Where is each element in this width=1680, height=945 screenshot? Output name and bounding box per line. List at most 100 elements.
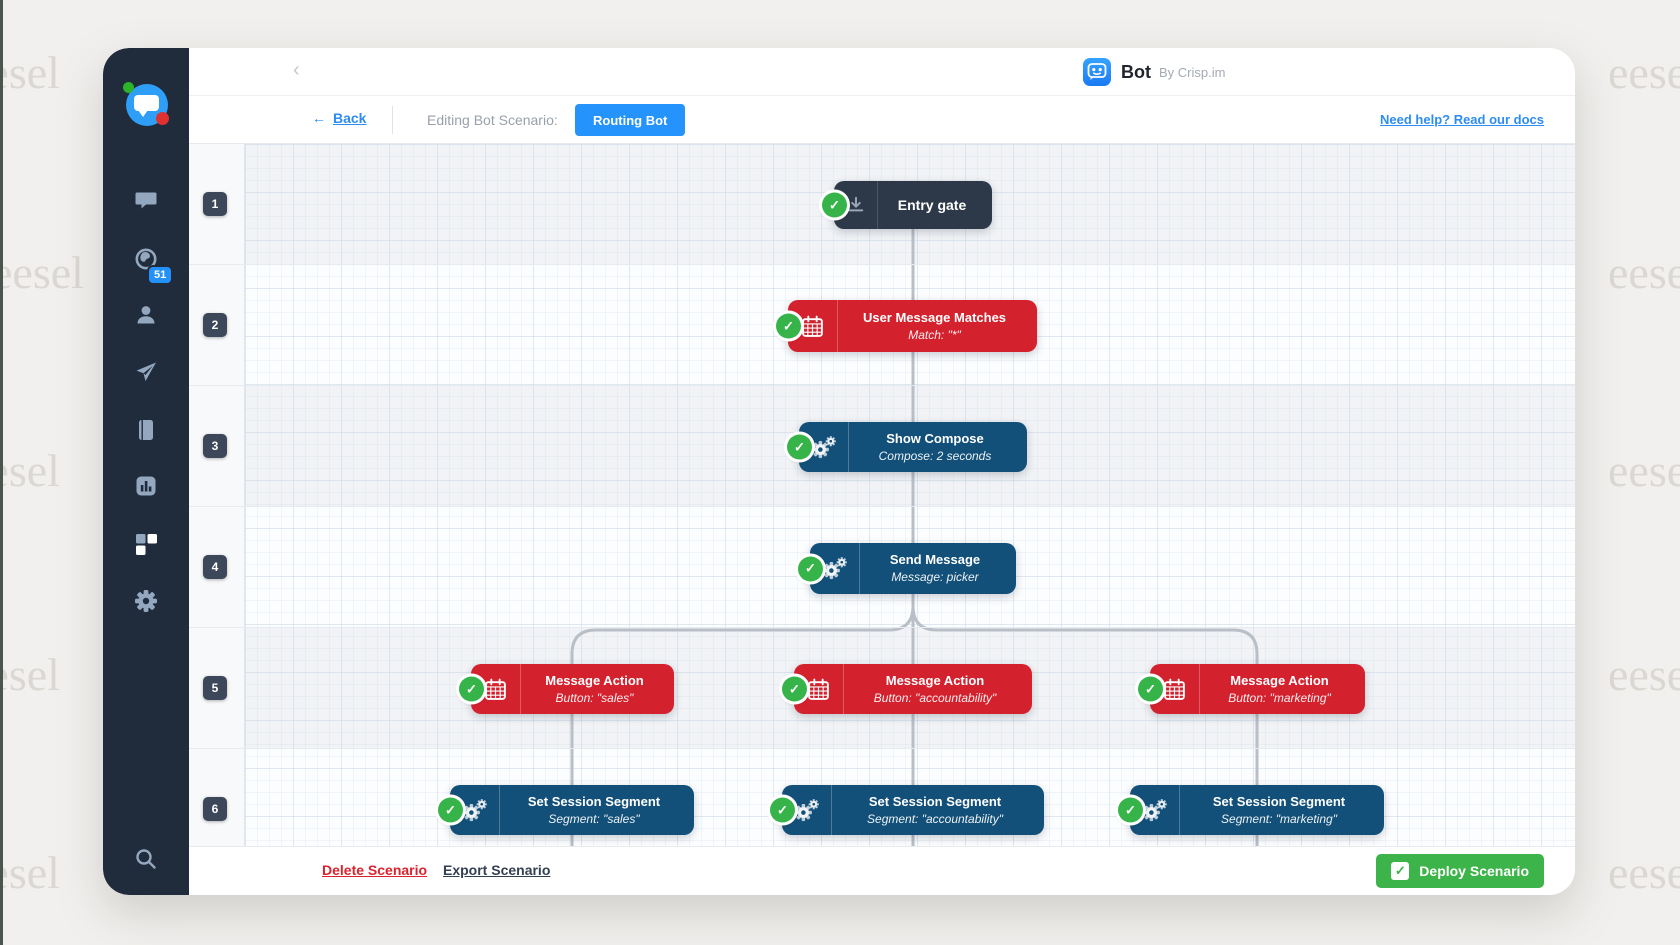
node-title: Message Action [545,672,644,688]
bot-icon [1083,58,1111,86]
flow-node-show-compose[interactable]: ✓ [787,422,1027,472]
node-subtitle: Compose: 2 seconds [878,448,992,463]
node-title: Entry gate [897,197,967,213]
check-icon: ✓ [1118,797,1143,823]
node-title: Message Action [1230,672,1329,688]
node-subtitle: Segment: "sales" [548,811,640,826]
scenario-toolbar: ← Back Editing Bot Scenario: Routing Bot… [189,96,1575,144]
sidebar-item-search[interactable] [134,847,158,871]
flow-node-entry-gate[interactable]: ✓ Entry gate [822,181,992,229]
sidebar-item-helpdesk[interactable] [134,418,158,442]
logo-chat-bubble-icon [134,95,159,111]
sidebar: 51 [103,48,189,895]
flow-node-message-action-marketing[interactable]: ✓ Message Action Button: "marketing" [1138,664,1365,714]
check-icon: ✓ [798,556,823,581]
flow-node-set-session-segment-accountability[interactable]: ✓ [770,785,1044,835]
node-title: Set Session Segment [1212,793,1346,809]
row-number-badge: 1 [203,192,227,216]
check-icon: ✓ [1138,676,1163,702]
flow-node-message-action-accountability[interactable]: ✓ Message Action Button: "accountability… [782,664,1032,714]
sidebar-item-plugins[interactable] [134,532,158,556]
flow-node-user-message-matches[interactable]: ✓ User Message Matches Match: "*" [776,300,1037,352]
check-icon: ✓ [776,313,801,339]
screen-edge-line [0,0,3,945]
back-chevron-icon[interactable]: ‹ [293,59,300,81]
row-number-gutter: 1 2 3 4 5 6 [189,144,245,846]
app-byline: By Crisp.im [1159,64,1226,80]
watermark: eesel [1608,649,1680,700]
sidebar-item-contacts[interactable] [134,303,158,327]
watermark: eesel [1608,247,1680,298]
check-icon: ✓ [770,797,795,823]
delete-scenario-link[interactable]: Delete Scenario [322,862,428,878]
gear-icon [135,590,157,612]
node-subtitle: Segment: "marketing" [1221,811,1337,826]
check-icon: ✓ [787,434,812,460]
row-separator [189,748,1575,749]
check-icon: ✓ [782,676,807,702]
scenario-footer: Delete Scenario Export Scenario ✓ Deploy… [189,846,1575,895]
back-button[interactable]: ← Back [312,110,366,126]
connector-lines [570,229,1259,846]
checkbox-icon: ✓ [1391,862,1410,880]
row-number-badge: 4 [203,555,227,579]
search-icon [136,849,156,869]
logo-green-dot [123,82,134,93]
flow-node-message-action-sales[interactable]: ✓ Message Action Button: "sales" [459,664,674,714]
header-bar: ‹ Bot By Crisp.im [189,48,1575,96]
editing-scenario-label: Editing Bot Scenario: [427,112,558,128]
watermark: eesel [0,47,60,98]
node-subtitle: Button: "marketing" [1228,690,1331,705]
node-title: Set Session Segment [868,793,1002,809]
row-separator [189,627,1575,628]
node-title: User Message Matches [862,309,1007,325]
check-icon: ✓ [438,797,463,823]
flow-node-send-message[interactable]: ✓ [798,543,1016,594]
logo-bubble-tail [138,110,148,117]
crisp-logo[interactable] [123,81,169,127]
help-docs-link[interactable]: Need help? Read our docs [1380,112,1544,127]
sidebar-item-campaigns[interactable] [134,360,158,384]
calendar-icon [471,664,521,714]
export-scenario-link[interactable]: Export Scenario [443,862,551,878]
gears-icon [450,785,500,835]
row-number-badge: 6 [203,797,227,821]
watermark: eesel [0,649,60,700]
gears-icon [810,543,860,594]
watermark: eesel [0,847,60,898]
bar-chart-icon [136,476,156,496]
calendar-icon [788,300,838,352]
row-separator [189,385,1575,386]
node-subtitle: Button: "sales" [555,690,634,705]
flow-canvas: 1 2 3 4 5 6 [189,144,1575,846]
node-subtitle: Segment: "accountability" [867,811,1003,826]
sidebar-item-visitors[interactable] [134,247,158,271]
sidebar-item-settings[interactable] [134,589,158,613]
left-arrow-icon: ← [312,110,326,126]
calendar-icon [1150,664,1200,714]
deploy-scenario-button[interactable]: ✓ Deploy Scenario [1376,854,1544,888]
flow-node-set-session-segment-marketing[interactable]: ✓ [1118,785,1384,835]
chat-icon [135,192,157,209]
watermark: eesel [1608,847,1680,898]
sidebar-item-analytics[interactable] [134,474,158,498]
gears-icon [799,422,849,472]
node-title: Send Message [889,552,981,567]
back-label: Back [333,110,367,126]
globe-icon [135,248,157,270]
paper-plane-icon [136,362,156,382]
check-icon: ✓ [822,192,847,218]
node-title: Show Compose [886,430,984,446]
scenario-name-button[interactable]: Routing Bot [575,104,686,136]
sidebar-item-inbox[interactable] [134,188,158,212]
gears-icon [782,785,832,835]
calendar-icon [794,664,844,714]
check-icon: ✓ [459,676,484,702]
row-separator [189,506,1575,507]
node-subtitle: Button: "accountability" [873,690,997,705]
watermark: eesel [0,445,60,496]
flow-node-set-session-segment-sales[interactable]: ✓ [438,785,694,835]
node-subtitle: Match: "*" [908,327,961,342]
node-title: Message Action [885,672,985,688]
logo-red-dot [156,112,169,125]
